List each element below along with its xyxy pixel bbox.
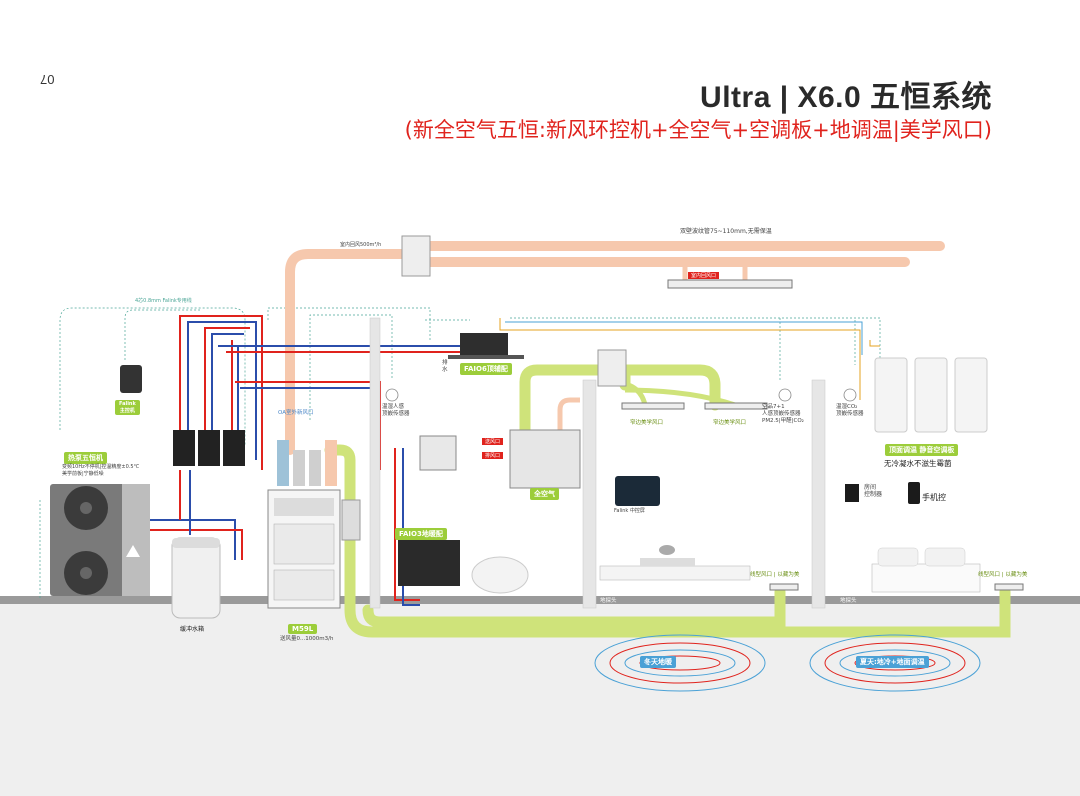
ceiling-unit xyxy=(597,349,627,387)
ceiling-vents xyxy=(621,279,1024,591)
kitchen-counter xyxy=(599,545,751,581)
radiant-panel-tag: 顶面调温 静音空调板 xyxy=(885,444,959,456)
aesthetic-vent-label-2: 窄边美学风口 xyxy=(713,420,747,426)
faio6-tag: FAIO6顶辅配 xyxy=(460,363,512,375)
tank-icon xyxy=(171,537,221,619)
floor-probe-label-2: 地探头 xyxy=(840,598,857,604)
walls xyxy=(369,317,826,609)
heat-pump-spec: 变频10Hz不停机|控温精度±0.5℃ 美学前板|宁静低噪 xyxy=(62,464,140,477)
control-boxes xyxy=(173,430,245,466)
cabinet-icon xyxy=(267,440,341,609)
linear-vent-label-1: 线型风口 | 以藏为美 xyxy=(750,572,800,578)
humidity-sensor-label: 温湿人感 顶嵌传感器 xyxy=(382,404,410,417)
sensor-icon xyxy=(385,388,857,402)
aesthetic-vent-label-1: 窄边美学风口 xyxy=(630,420,664,426)
indoor-return-vent-tag: 室内回风口 xyxy=(688,272,720,279)
no-condense-label: 无冷凝水不滋生霉菌 xyxy=(884,459,952,468)
linear-vent-label-2: 线型风口 | 以藏为美 xyxy=(978,572,1028,578)
upper-duct-branches xyxy=(557,262,748,440)
phone-icon xyxy=(908,482,920,504)
falink-hub-icon xyxy=(120,365,142,393)
floor-probe-label-1: 地探头 xyxy=(600,598,617,604)
falink-panel-label: Falink 中控屏 xyxy=(614,508,645,514)
page-title: Ultra | X6.0 五恒系统 xyxy=(700,81,992,114)
full-air-tag: 全空气 xyxy=(530,488,559,500)
ceiling-wires xyxy=(499,318,880,400)
heat-pump-icon xyxy=(50,484,150,596)
heat-exchanger xyxy=(419,435,457,471)
upper-duct xyxy=(285,241,945,455)
radiant-panel-icon xyxy=(874,357,988,433)
indoor-return-label: 室内回风500m³/h xyxy=(340,242,382,248)
full-air-unit xyxy=(509,429,581,489)
m59l-airflow: 送风量0...1000m3/h xyxy=(280,636,334,642)
bed xyxy=(871,547,981,593)
summer-tag: 夏天:地冷+地面调温 xyxy=(856,656,929,668)
faio3-tag: FAIO3地暖配 xyxy=(395,528,447,540)
heat-pump-tag: 热泵五恒机 xyxy=(64,452,107,464)
phone-label: 手机控 xyxy=(922,493,946,502)
return-vent-tag: 排风口 xyxy=(482,452,504,459)
supply-vent-tag: 送风口 xyxy=(482,438,504,445)
falink-main-tag: Falink 主控机 xyxy=(115,400,140,415)
faio6-box xyxy=(460,333,508,355)
room-controller-icon xyxy=(845,484,859,502)
m59l-tag: M59L xyxy=(288,624,318,634)
room-controller-label: 房间 控制器 xyxy=(864,484,883,498)
drain-label: 排水 xyxy=(442,360,448,373)
duct-note: 双壁波纹管75~110mm,无需保温 xyxy=(680,228,772,235)
falink-panel xyxy=(615,476,660,506)
falink-cable-label: 4芯0.8mm Falink专用线 xyxy=(135,298,192,304)
page-subtitle: (新全空气五恒:新风环控机+全空气+空调板+地调温|美学风口) xyxy=(404,118,992,142)
winter-tag: 冬天地暖 xyxy=(640,656,676,668)
floor-loops xyxy=(594,634,981,692)
air-quality-label: 空品7+1 人感顶嵌传感器 PM2.5|甲醛|CO₂ xyxy=(762,404,804,424)
green-duct xyxy=(324,364,1011,638)
fresh-air-unit-icon xyxy=(401,235,431,277)
outdoor-fresh-label: OA室外新风口 xyxy=(278,410,314,416)
co2-sensor-label: 温湿CO₂ 顶嵌传感器 xyxy=(836,404,864,417)
faio3-box xyxy=(398,540,460,586)
toilet xyxy=(471,556,529,594)
buffer-tank-label: 缓冲水箱 xyxy=(180,626,205,633)
floor-slab xyxy=(0,596,1080,604)
